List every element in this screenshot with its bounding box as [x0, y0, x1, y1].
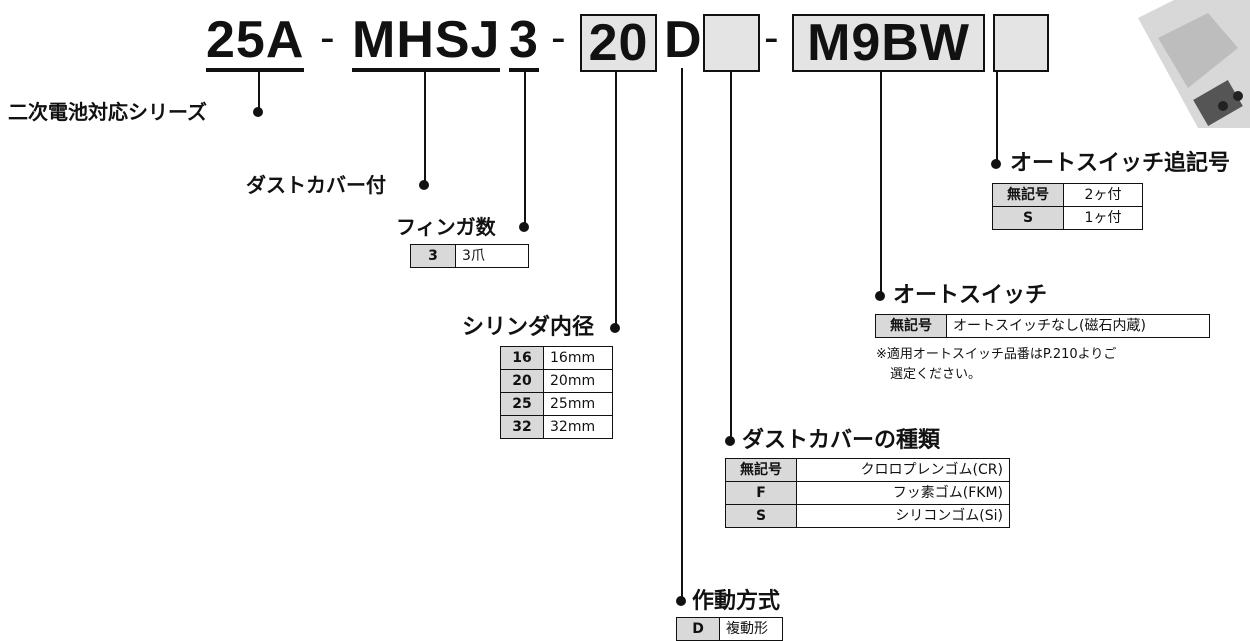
leader-dustcover-v: [424, 68, 426, 186]
option-value: 16mm: [543, 346, 613, 370]
series-label: 二次電池対応シリーズ: [8, 100, 207, 124]
auto-switch-label: オートスイッチ: [893, 283, 1048, 308]
code-dash-3: -: [764, 13, 779, 62]
cover-type-label: ダストカバーの種類: [742, 428, 941, 453]
option-key: 20: [500, 369, 544, 393]
table-row: S 1ヶ付: [992, 206, 1143, 230]
code-part-d: D: [664, 11, 703, 69]
option-key: S: [725, 504, 797, 528]
leader-fingers-v: [524, 68, 526, 228]
leader-dustcover-dot: [419, 180, 429, 190]
leader-series-v: [258, 68, 260, 112]
table-row: 無記号 オートスイッチなし(磁石内蔵): [875, 314, 1210, 338]
option-value: 32mm: [543, 415, 613, 439]
leader-covertype-dot: [725, 436, 735, 446]
product-photo-fragment: [1138, 0, 1250, 128]
option-key: 16: [500, 346, 544, 370]
leader-bore-v: [615, 72, 617, 328]
table-row: 3 3爪: [410, 244, 529, 268]
option-value: 1ヶ付: [1063, 206, 1143, 230]
leader-fingers-dot: [519, 222, 529, 232]
table-row: 32 32mm: [500, 415, 613, 439]
code-part-25a: 25A: [206, 14, 305, 72]
auto-switch-table: 無記号 オートスイッチなし(磁石内蔵): [875, 314, 1210, 338]
option-value: 3爪: [455, 244, 529, 268]
option-value: 20mm: [543, 369, 613, 393]
fingers-table: 3 3爪: [410, 244, 529, 268]
leader-suffix-v: [996, 72, 998, 164]
option-value: 25mm: [543, 392, 613, 416]
code-part-mhsj: MHSJ: [352, 14, 501, 72]
option-key: 無記号: [875, 314, 947, 338]
code-part-3: 3: [509, 14, 539, 72]
table-row: F フッ素ゴム(FKM): [725, 481, 1010, 505]
option-key: S: [992, 206, 1064, 230]
auto-switch-note-line2: 選定ください。: [890, 367, 982, 382]
code-dash-2: -: [551, 13, 566, 62]
leader-autoswitch-v: [880, 72, 882, 296]
cover-type-table: 無記号 クロロプレンゴム(CR) F フッ素ゴム(FKM) S シリコンゴム(S…: [725, 458, 1010, 528]
option-key: 無記号: [725, 458, 797, 482]
bore-table: 16 16mm 20 20mm 25 25mm 32 32mm: [500, 346, 613, 439]
leader-series-dot: [253, 107, 263, 117]
table-row: 無記号 クロロプレンゴム(CR): [725, 458, 1010, 482]
code-box-m9bw: M9BW: [792, 14, 985, 72]
option-key: 32: [500, 415, 544, 439]
table-row: S シリコンゴム(Si): [725, 504, 1010, 528]
code-box-suffix-empty: [993, 14, 1049, 72]
option-key: F: [725, 481, 797, 505]
option-value: 2ヶ付: [1063, 183, 1143, 207]
table-row: 16 16mm: [500, 346, 613, 370]
leader-autoswitch-dot: [875, 291, 885, 301]
option-key: 3: [410, 244, 456, 268]
option-value: クロロプレンゴム(CR): [796, 458, 1010, 482]
code-dash-1: -: [320, 13, 335, 62]
code-box-20: 20: [580, 14, 657, 72]
option-key: D: [676, 617, 720, 641]
action-table: D 複動形: [676, 617, 783, 641]
action-label: 作動方式: [692, 589, 781, 614]
option-value: フッ素ゴム(FKM): [796, 481, 1010, 505]
code-box-cover-empty: [703, 14, 760, 72]
switch-suffix-table: 無記号 2ヶ付 S 1ヶ付: [992, 183, 1143, 230]
option-value: 複動形: [719, 617, 783, 641]
auto-switch-note-line1: ※適用オートスイッチ品番はP.210よりご: [876, 347, 1117, 362]
option-value: オートスイッチなし(磁石内蔵): [946, 314, 1210, 338]
dust-cover-label: ダストカバー付: [246, 173, 386, 197]
table-row: 20 20mm: [500, 369, 613, 393]
leader-covertype-v: [730, 72, 732, 440]
leader-suffix-dot: [991, 159, 1001, 169]
option-key: 25: [500, 392, 544, 416]
table-row: 無記号 2ヶ付: [992, 183, 1143, 207]
table-row: 25 25mm: [500, 392, 613, 416]
leader-action-dot: [676, 596, 686, 606]
bore-label: シリンダ内径: [462, 315, 595, 340]
switch-suffix-label: オートスイッチ追記号: [1010, 151, 1231, 176]
leader-action-v: [681, 68, 683, 602]
option-value: シリコンゴム(Si): [796, 504, 1010, 528]
leader-bore-dot: [610, 323, 620, 333]
option-key: 無記号: [992, 183, 1064, 207]
table-row: D 複動形: [676, 617, 783, 641]
fingers-label: フィンガ数: [396, 215, 496, 239]
